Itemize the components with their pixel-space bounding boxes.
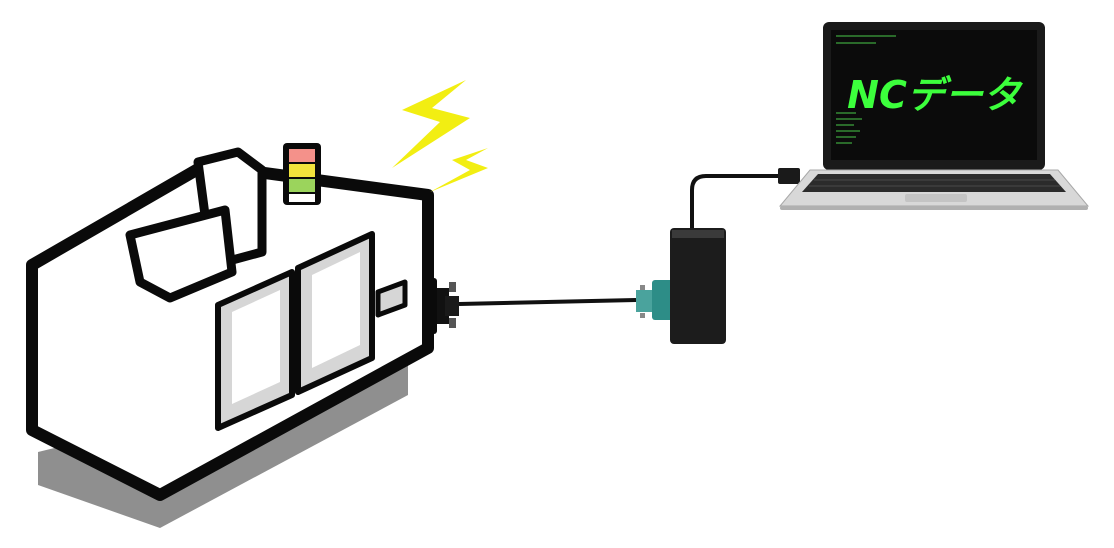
- signal-light-red: [289, 149, 315, 162]
- cnc-machine-icon: [26, 147, 434, 528]
- lightning-bolt-small: [430, 148, 488, 192]
- machine-door-right-window: [312, 252, 360, 368]
- rs232c-connector-icon: [636, 280, 674, 320]
- laptop-icon: NCデータ: [778, 22, 1090, 210]
- machine-door-left-window: [232, 290, 280, 404]
- serial-cable: [458, 298, 637, 306]
- machine-side-panel: [375, 279, 408, 318]
- screen-label: NCデータ: [847, 73, 1024, 117]
- usb-plug: [778, 168, 800, 184]
- keyboard-keys: [809, 179, 1060, 187]
- signal-light-yellow: [289, 164, 315, 177]
- terminal-lines: [836, 35, 896, 144]
- machine-hopper-front: [125, 205, 237, 303]
- machine-port-connector: [425, 278, 459, 334]
- laptop-trackpad: [905, 194, 967, 202]
- lightning-bolt-large: [392, 80, 470, 168]
- laptop-bottom-edge: [780, 206, 1088, 210]
- signal-light-green: [289, 179, 315, 192]
- usb-cable: [690, 174, 780, 228]
- adapter-box-icon: [670, 228, 726, 344]
- lightning-icon: [392, 80, 488, 192]
- signal-tower-icon: [283, 143, 321, 205]
- laptop-screen: [831, 30, 1037, 160]
- laptop-keyboard: [802, 174, 1066, 192]
